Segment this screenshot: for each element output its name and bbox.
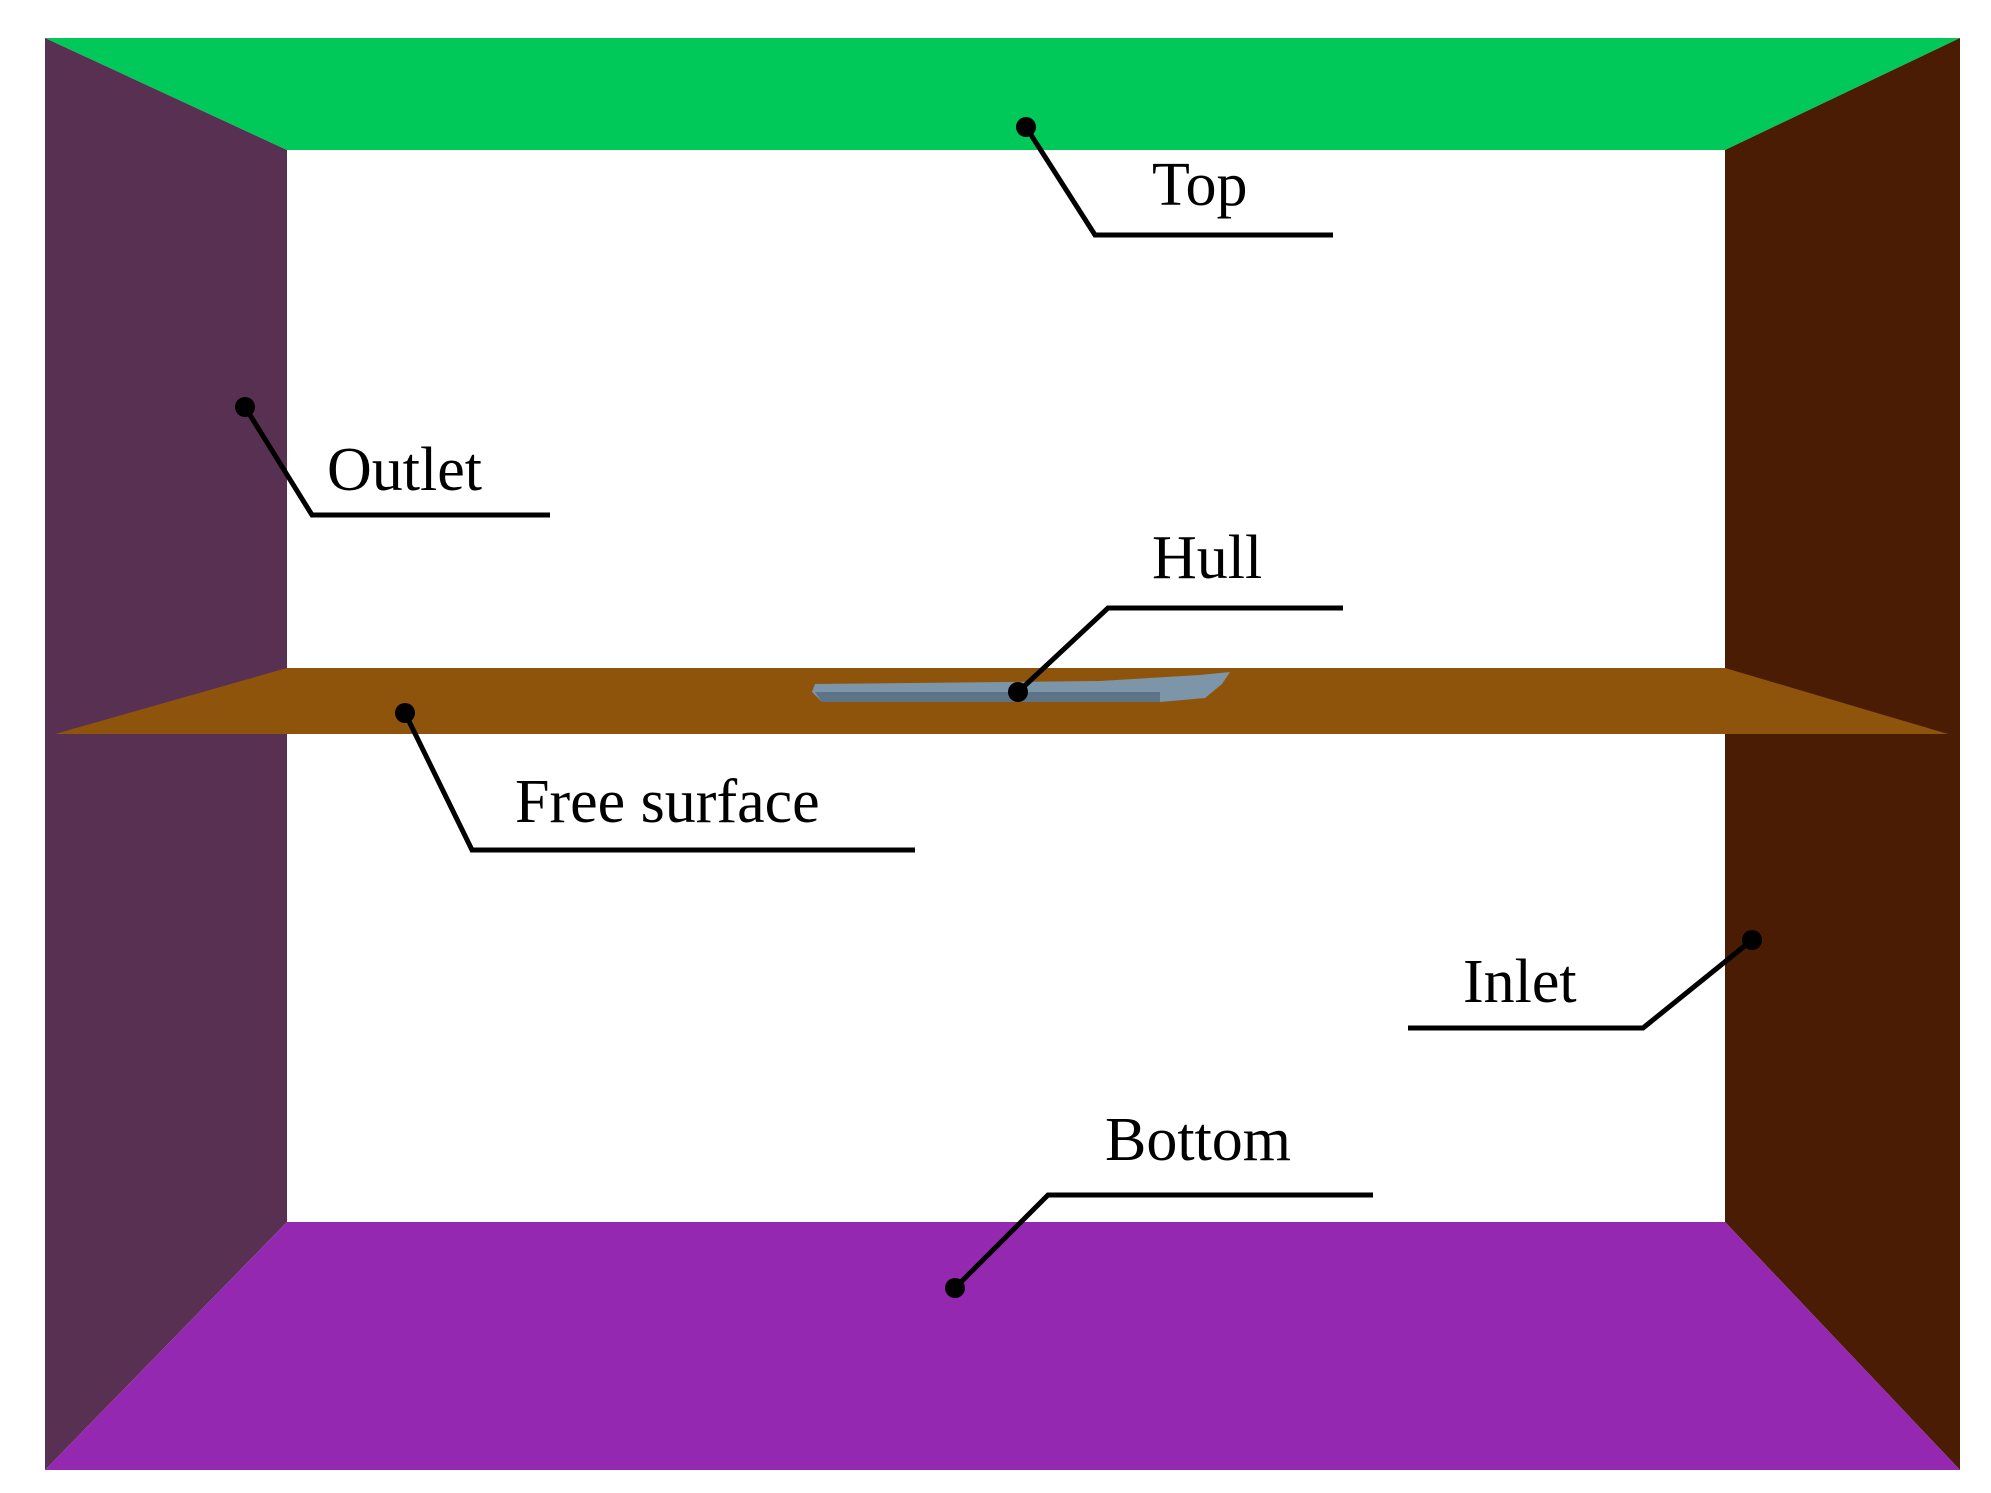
outlet-leader-line: [242, 405, 550, 518]
inlet-boundary-face: [1725, 38, 1960, 1470]
outlet-marker-dot: [235, 397, 255, 417]
top-leader-line: [1023, 125, 1333, 238]
inlet-annotation: Inlet: [1408, 930, 1762, 1031]
bottom-annotation: Bottom: [945, 1106, 1373, 1298]
bottom-label: Bottom: [1105, 1106, 1291, 1174]
inlet-leader-line: [1408, 938, 1754, 1031]
bottom-marker-dot: [945, 1278, 965, 1298]
hull-marker-dot: [1008, 682, 1028, 702]
outlet-label: Outlet: [327, 436, 482, 504]
inlet-label: Inlet: [1463, 948, 1577, 1016]
top-boundary-face: [45, 38, 1960, 150]
top-annotation: Top: [1016, 117, 1333, 238]
inlet-marker-dot: [1742, 930, 1762, 950]
outlet-boundary-face: [45, 38, 287, 1470]
hull-leader-line: [1016, 605, 1343, 694]
hull-annotation: Hull: [1008, 524, 1343, 702]
top-label: Top: [1152, 151, 1248, 219]
outlet-annotation: Outlet: [235, 397, 550, 518]
top-marker-dot: [1016, 117, 1036, 137]
bottom-boundary-face: [45, 1222, 1960, 1470]
free-surface-label: Free surface: [515, 768, 820, 836]
free-surface-annotation: Free surface: [395, 703, 915, 853]
free-surface-marker-dot: [395, 703, 415, 723]
hull-label: Hull: [1152, 524, 1262, 592]
bottom-leader-line: [953, 1192, 1373, 1290]
free-surface-leader-line: [402, 711, 915, 853]
